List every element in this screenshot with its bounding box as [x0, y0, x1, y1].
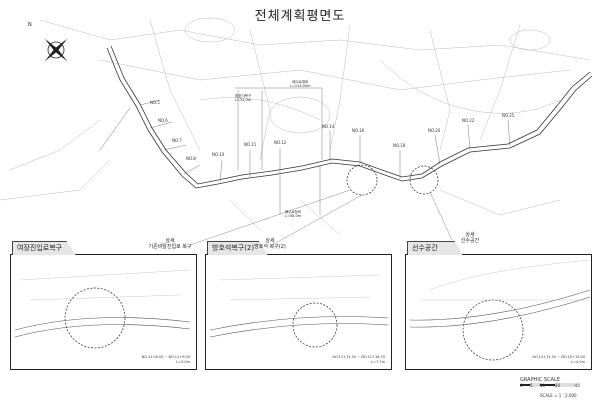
drawing-title: 전체계획평면도 — [254, 9, 346, 24]
station-label: NO.16 — [352, 128, 365, 133]
callout-subtitle: 기존비탈진입로 복구 — [148, 244, 192, 250]
dimension-length: L=58.0m — [285, 214, 302, 218]
scale-ticks: 0 5 10 20 40 — [520, 383, 581, 388]
dimension-length: L=114.00m — [290, 84, 311, 88]
station-label: NO.25 — [502, 113, 515, 118]
station-range: NO.11+11.00 ~ NO.11+18.70 — [332, 355, 385, 359]
scale-tick: 0 — [520, 383, 523, 388]
detail-panel-2 — [205, 254, 392, 370]
station-range: NO.11+6.00 ~ NO.11+9.00 — [141, 355, 190, 359]
station-range: NO.14+11.00 ~ NO.15+15.00 — [532, 355, 585, 359]
north-label: N — [28, 22, 32, 28]
dimension-label: 배수로정비 — [292, 80, 309, 84]
station-label: NO.20 — [428, 128, 441, 133]
scale-tick: 5 — [530, 383, 533, 388]
detail-panel-1 — [10, 254, 197, 370]
station-labels: NO.5 NO.6 NO.7 NO.8 NO.10 NO.11 NO.12 NO… — [150, 100, 515, 161]
background-contours — [0, 17, 591, 236]
station-label: NO.22 — [462, 118, 475, 123]
station-ticks — [99, 87, 511, 215]
station-label: NO.8 — [186, 156, 196, 161]
scale-tick: 10 — [540, 383, 546, 388]
panel-roads — [14, 259, 591, 338]
dimension-label: 방호석복구 — [235, 94, 252, 98]
station-label: NO.10 — [212, 152, 225, 157]
callout-title: 상세 — [265, 238, 275, 244]
callout-title: 상세 — [165, 238, 175, 244]
scale-tick: 40 — [575, 383, 581, 388]
dimension-label: 배수로정비 — [285, 210, 302, 214]
detail-panel-3 — [405, 254, 592, 370]
station-label: NO.5 — [150, 100, 160, 105]
scale-ratio: SCALE = 1 : 2,000 — [540, 393, 577, 398]
compass-rose — [44, 38, 68, 62]
callout-title: 상세 — [465, 232, 475, 238]
road-alignment — [106, 45, 593, 189]
callout-subtitle: 방호석 복구(2) — [254, 244, 286, 250]
station-label: NO.11 — [244, 142, 257, 147]
station-label: NO.18 — [393, 143, 406, 148]
section-length: L=3.0m — [176, 360, 190, 364]
section-length: L=4.0m — [571, 360, 585, 364]
station-label: NO.14 — [322, 124, 335, 129]
station-label: NO.12 — [274, 140, 287, 145]
station-label: NO.6 — [158, 118, 168, 123]
callout-leaders — [189, 189, 453, 246]
panel-tab[interactable]: 여장진입로복구 — [12, 241, 76, 255]
scale-tick: 20 — [555, 383, 561, 388]
graphic-scale: GRAPHIC SCALE 0 5 10 20 40 SCALE = 1 : 2… — [520, 377, 580, 398]
section-length: L=7.7m — [371, 360, 385, 364]
callout-subtitle: 선수공간 — [460, 238, 480, 244]
dimension-length: L=33.0m — [235, 98, 252, 102]
graphic-scale-bar — [520, 383, 576, 387]
station-label: NO.7 — [172, 138, 182, 143]
scale-title: GRAPHIC SCALE — [520, 377, 560, 383]
